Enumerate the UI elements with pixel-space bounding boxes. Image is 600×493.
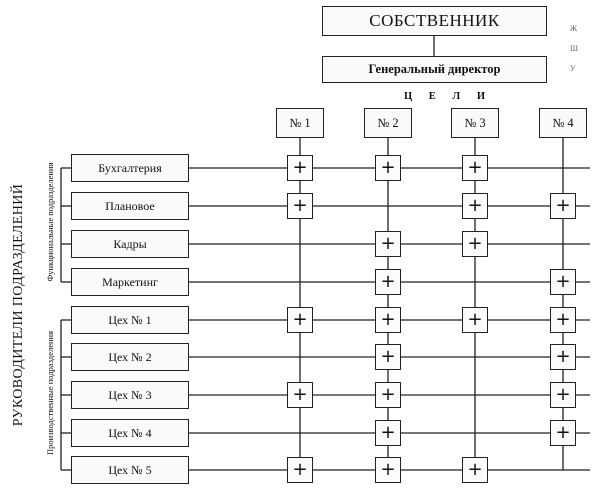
plus-cell: + — [375, 307, 401, 333]
owner-box: СОБСТВЕННИК — [322, 6, 547, 36]
department-box: Цех № 5 — [71, 456, 189, 484]
plus-cell: + — [375, 382, 401, 408]
functional-units-label: Функциональные подразделения — [45, 162, 55, 282]
plus-cell: + — [462, 193, 488, 219]
plus-cell: + — [287, 155, 313, 181]
general-director-box: Генеральный директор — [322, 56, 547, 83]
plus-cell: + — [375, 269, 401, 295]
plus-cell: + — [375, 231, 401, 257]
plus-cell: + — [287, 382, 313, 408]
plus-cell: + — [462, 155, 488, 181]
department-box: Маркетинг — [71, 268, 189, 296]
department-box: Плановое — [71, 192, 189, 220]
plus-cell: + — [287, 307, 313, 333]
department-box: Цех № 2 — [71, 343, 189, 371]
goal-box: № 2 — [364, 108, 412, 138]
plus-cell: + — [462, 457, 488, 483]
department-box: Цех № 1 — [71, 306, 189, 334]
plus-cell: + — [550, 382, 576, 408]
plus-cell: + — [550, 269, 576, 295]
plus-cell: + — [462, 307, 488, 333]
department-box: Цех № 3 — [71, 381, 189, 409]
plus-cell: + — [375, 155, 401, 181]
goals-label: Ц Е Л И — [404, 91, 493, 102]
plus-cell: + — [550, 420, 576, 446]
goal-box: № 3 — [451, 108, 499, 138]
plus-cell: + — [375, 420, 401, 446]
department-box: Бухгалтерия — [71, 154, 189, 182]
department-box: Цех № 4 — [71, 419, 189, 447]
plus-cell: + — [550, 344, 576, 370]
department-box: Кадры — [71, 230, 189, 258]
plus-cell: + — [462, 231, 488, 257]
plus-cell: + — [375, 344, 401, 370]
margin-note: Ж — [570, 24, 578, 33]
plus-cell: + — [287, 193, 313, 219]
goal-box: № 4 — [539, 108, 587, 138]
production-units-label: Производственные подразделения — [45, 331, 55, 455]
goal-box: № 1 — [276, 108, 324, 138]
margin-note: Ш — [570, 44, 579, 53]
plus-cell: + — [287, 457, 313, 483]
plus-cell: + — [375, 457, 401, 483]
margin-note: У — [570, 64, 576, 73]
department-heads-label: РУКОВОДИТЕЛИ ПОДРАЗДЕЛЕНИЙ — [11, 183, 26, 427]
plus-cell: + — [550, 193, 576, 219]
plus-cell: + — [550, 307, 576, 333]
